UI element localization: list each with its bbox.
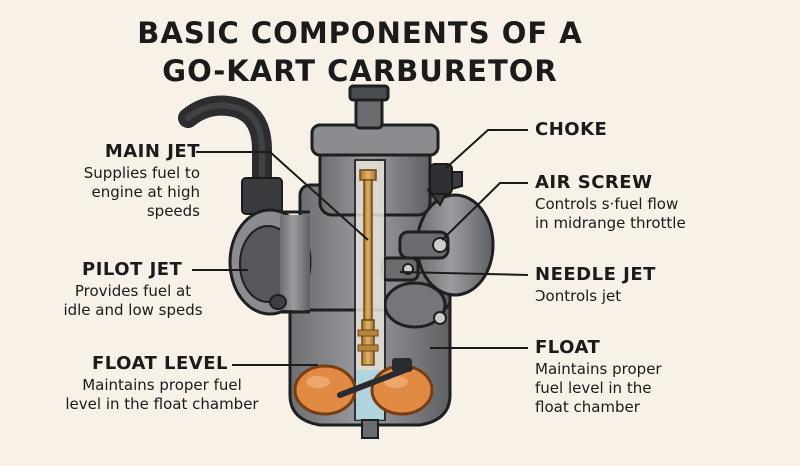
label-main-jet-name: MAIN JET [104,141,200,162]
label-float: FLOAT Maintains proper fuel level in the… [535,336,662,417]
label-float-desc: Maintains proper fuel level in the float… [535,360,662,416]
label-float-level-name: FLOAT LEVEL [92,353,228,374]
drain-plug [361,419,379,439]
cable-cap [348,84,390,102]
label-needle-jet-desc: Ɔontrols jet [535,287,622,305]
label-air-screw-desc: Controls s·fuel flow in midrange throttl… [535,195,686,232]
label-pilot-jet-name: PILOT JET [82,259,183,280]
leader-air-screw [441,182,528,241]
label-air-screw: AIR SCREW Controls s·fuel flow in midran… [535,171,686,233]
float-arm [337,365,413,398]
title-line-2: GO-KART CARBURETOR [162,54,558,88]
title-line-1: BASIC COMPONENTS OF A [137,16,583,50]
label-float-name: FLOAT [535,337,601,358]
label-choke: CHOKE [535,118,607,142]
label-float-level: FLOAT LEVEL Maintains proper fuel level … [42,352,282,414]
label-main-jet-desc: Supplies fuel to engine at high speeds [83,164,200,220]
label-pilot-jet-desc: Provides fuel at idle and low speds [63,282,203,319]
label-choke-name: CHOKE [535,119,608,140]
page-title: BASIC COMPONENTS OF A GO-KART CARBURETOR [0,14,720,90]
label-main-jet: MAIN JET Supplies fuel to engine at high… [84,140,200,221]
leader-choke [445,129,528,169]
hose-fitting [241,177,283,215]
leader-needle-jet [399,271,529,276]
leader-main-jet [196,151,369,241]
label-pilot-jet: PILOT JET Provides fuel at idle and low … [48,258,218,320]
main-jet-needle [363,169,373,321]
label-float-level-desc: Maintains proper fuel level in the float… [65,376,259,413]
needle-jet [361,319,375,366]
intake-screw [269,294,287,310]
label-needle-jet: NEEDLE JET Ɔontrols jet [535,263,656,306]
label-needle-jet-name: NEEDLE JET [535,264,656,285]
label-air-screw-name: AIR SCREW [535,172,653,193]
